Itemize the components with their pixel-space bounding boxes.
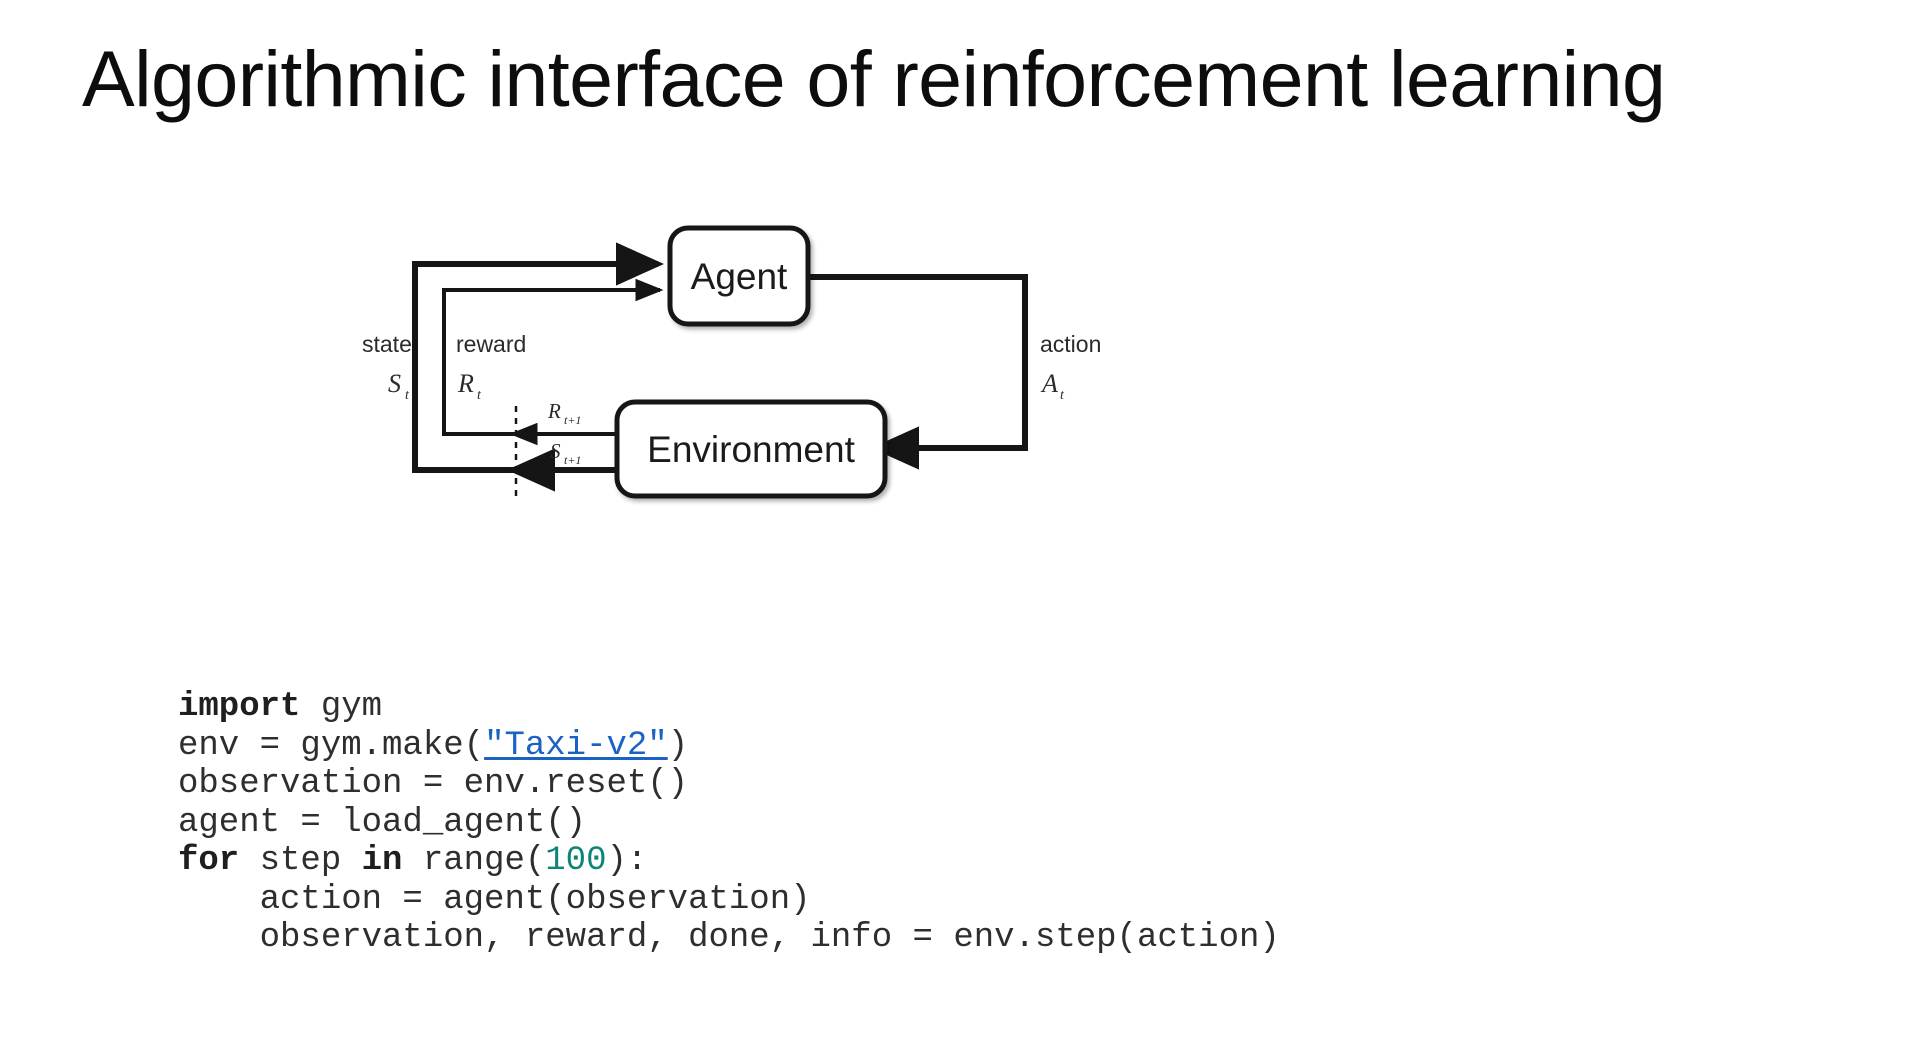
node-environment: Environment: [614, 399, 888, 499]
label-reward-subscript: t: [477, 388, 482, 403]
label-state-next-symbol: S: [550, 439, 561, 463]
code-text: observation = env.reset(): [178, 765, 689, 803]
code-keyword: in: [361, 842, 403, 880]
code-keyword: import: [178, 688, 301, 726]
code-line: observation, reward, done, info = env.st…: [178, 919, 1280, 958]
label-reward-next-symbol: R: [547, 399, 561, 423]
code-text: gym: [300, 688, 383, 726]
edge-state-to-agent: [412, 242, 664, 473]
edge-reward-to-agent: [442, 278, 664, 436]
code-text: env = gym.make(: [178, 726, 485, 765]
label-action-symbol: A: [1040, 369, 1058, 398]
label-action-subscript: t: [1060, 388, 1065, 403]
label-action-word: action: [1040, 331, 1101, 357]
node-environment-label: Environment: [647, 429, 855, 470]
rl-loop-diagram: Agent Environment state S t reward R t a…: [362, 220, 1220, 530]
label-state-word: state: [362, 331, 412, 357]
code-text: ): [667, 726, 689, 765]
code-text: range(: [402, 842, 546, 880]
label-reward-word: reward: [456, 331, 526, 357]
code-text: observation, reward, done, info = env.st…: [178, 919, 1280, 957]
code-line: observation = env.reset(): [178, 765, 1280, 804]
code-keyword: for: [178, 842, 240, 880]
code-text: ):: [606, 842, 648, 880]
label-state-next-subscript: t+1: [564, 453, 581, 467]
code-text: agent = load_agent(): [178, 803, 587, 842]
code-line: for step in range(100):: [178, 842, 1280, 881]
code-line: agent = load_agent(): [178, 804, 1280, 843]
label-state-symbol: S: [388, 369, 401, 398]
code-line: action = agent(observation): [178, 881, 1280, 920]
node-agent-label: Agent: [691, 256, 788, 297]
code-text: action = agent(observation): [178, 880, 811, 919]
code-text: step: [239, 842, 362, 880]
node-agent: Agent: [667, 225, 811, 327]
label-reward-next-subscript: t+1: [564, 413, 581, 427]
page-title: Algorithmic interface of reinforcement l…: [82, 34, 1666, 123]
label-state-subscript: t: [405, 388, 410, 403]
label-reward-symbol: R: [457, 369, 474, 398]
edge-agent-action-to-environment: [807, 274, 1028, 470]
code-line: import gym: [178, 688, 1280, 727]
code-line: env = gym.make("Taxi-v2"): [178, 727, 1280, 766]
code-number: 100: [545, 842, 607, 880]
code-string-link[interactable]: "Taxi-v2": [484, 726, 668, 765]
